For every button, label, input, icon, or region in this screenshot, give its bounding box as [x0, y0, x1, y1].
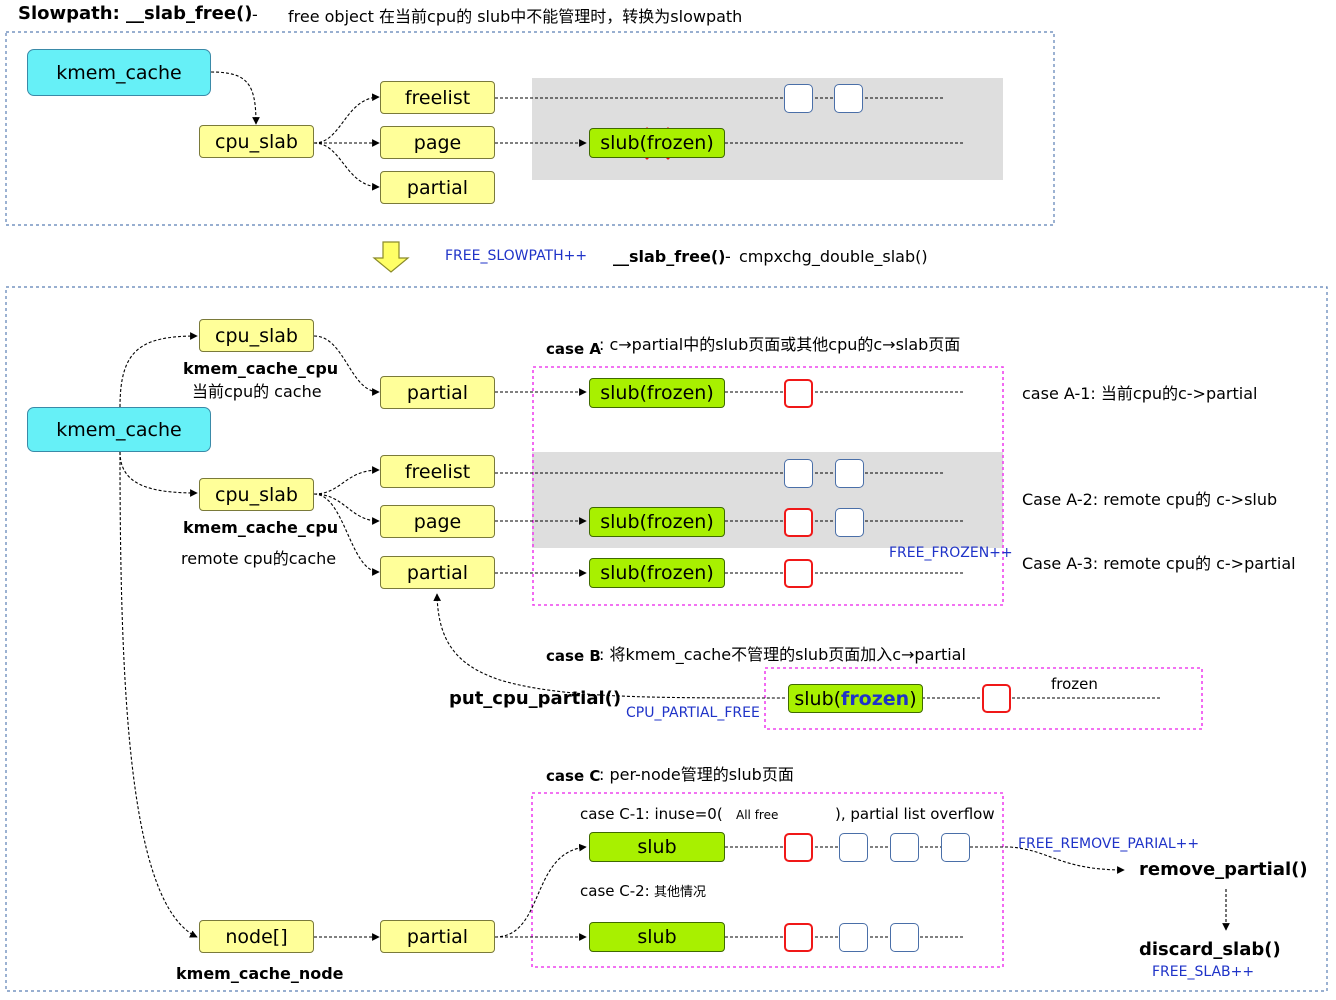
case-a2-note: Case A-2: remote cpu的 c->slub	[1022, 490, 1278, 509]
link-c1-remove	[1009, 846, 1125, 874]
case-c1-all-free: All free	[736, 808, 779, 822]
cpu-local-caption: kmem_cache_cpu	[183, 359, 339, 378]
case-a2-free-object-1	[784, 459, 813, 488]
case-c1-free-object-2	[890, 833, 919, 862]
page-remote-node: page	[380, 505, 495, 538]
case-c2-prefix: case C-2:	[580, 882, 650, 900]
case-c2-freed-object	[784, 923, 813, 952]
partial-node-node: partial	[380, 920, 495, 953]
case-c-description: : per-node管理的slub页面	[599, 765, 794, 784]
top-freelist-node: freelist	[380, 81, 495, 114]
case-a2-free-object-3	[835, 508, 864, 537]
top-frame	[5, 31, 1055, 226]
case-a1-note: case A-1: 当前cpu的c->partial	[1022, 384, 1258, 403]
case-a1-freed-object	[784, 379, 813, 408]
case-c-label: case C	[546, 767, 601, 785]
case-a-description: : c→partial中的slub页面或其他cpu的c→slab页面	[599, 335, 961, 354]
stat-cpu-partial-free: CPU_PARTIAL_FREE	[626, 705, 760, 721]
link-cpu2-partial	[313, 493, 380, 576]
link-cpu2-page	[313, 493, 380, 525]
top-cpu-slab-node: cpu_slab	[199, 125, 314, 158]
case-b-frozen-label: frozen	[1051, 675, 1098, 693]
partial-remote-node: partial	[380, 556, 495, 589]
case-b-slub-frozen: frozen	[841, 687, 910, 710]
case-c-frame	[531, 792, 1004, 968]
case-c2-slub-node: slub	[589, 922, 725, 952]
transition-call: cmpxchg_double_slab()	[739, 247, 928, 266]
case-b-frame	[764, 667, 1203, 730]
case-c1-slub-node: slub	[589, 832, 725, 862]
case-c1-suffix: ), partial list overflow	[835, 805, 995, 823]
case-b-slub-node: slub(frozen)	[788, 684, 923, 713]
top-kmem-cache-node: kmem_cache	[27, 49, 211, 96]
top-partial-node: partial	[380, 171, 495, 204]
case-a2-slub-node: slub(frozen)	[589, 507, 725, 537]
link-top-cpu-partial	[313, 142, 380, 191]
transition-dash: -	[725, 247, 731, 266]
case-a2-free-object-2	[835, 459, 864, 488]
case-a-label: case A	[546, 340, 601, 358]
top-slub-frozen-node: slub(frozen)	[589, 128, 725, 158]
case-c2-free-object-1	[839, 923, 868, 952]
case-c1-free-object-3	[941, 833, 970, 862]
partial-local-node: partial	[380, 376, 495, 409]
cpu-local-subcaption: 当前cpu的 cache	[192, 382, 322, 401]
put-cpu-partial-func: put_cpu_partial()	[449, 688, 622, 709]
stat-free-slowpath: FREE_SLOWPATH++	[445, 248, 588, 264]
stat-free-remove-partial: FREE_REMOVE_PARIAL++	[1018, 836, 1200, 852]
case-a3-slub-node: slub(frozen)	[589, 558, 725, 588]
link-caseb-put-partial	[433, 593, 786, 699]
page-title: Slowpath: __slab_free()	[18, 3, 253, 24]
stat-free-frozen: FREE_FROZEN++	[889, 545, 1013, 561]
case-b-slub-prefix: slub(	[794, 687, 842, 710]
transition-arrow	[372, 241, 410, 273]
case-b-freed-object	[982, 684, 1011, 713]
case-c1-prefix: case C-1: inuse=0(	[580, 805, 723, 823]
node-caption: kmem_cache_node	[176, 964, 344, 983]
stat-free-slab: FREE_SLAB++	[1152, 964, 1255, 980]
cpu-slab-remote-node: cpu_slab	[199, 478, 314, 511]
case-a3-freed-object	[784, 559, 813, 588]
link-kmem-cpu1	[119, 332, 198, 408]
link-cpu2-freelist	[313, 466, 380, 495]
case-a1-slub-node: slub(frozen)	[589, 378, 725, 408]
top-free-object-1	[784, 84, 813, 113]
case-c1-free-object-1	[839, 833, 868, 862]
case-c1-freed-object	[784, 833, 813, 862]
case-a-frame	[532, 366, 1004, 606]
case-a3-note: Case A-3: remote cpu的 c->partial	[1022, 554, 1296, 573]
transition-func: __slab_free()	[613, 247, 726, 266]
remove-partial-func: remove_partial()	[1139, 859, 1308, 880]
link-top-kmem-cpu	[210, 71, 260, 125]
case-b-slub-suffix: )	[909, 687, 917, 710]
freelist-remote-node: freelist	[380, 455, 495, 488]
cpu-slab-local-node: cpu_slab	[199, 319, 314, 352]
top-free-object-2	[834, 84, 863, 113]
cpu-remote-caption: kmem_cache_cpu	[183, 518, 339, 537]
case-b-description: : 将kmem_cache不管理的slub页面加入c→partial	[599, 645, 966, 664]
main-kmem-cache-node: kmem_cache	[27, 407, 211, 452]
link-partial3-slub1	[494, 843, 587, 938]
node-array-node: node[]	[199, 920, 314, 953]
link-kmem-cpu2	[119, 451, 198, 497]
link-cpu1-partial	[313, 335, 380, 396]
top-page-node: page	[380, 126, 495, 159]
title-description: free object 在当前cpu的 slub中不能管理时，转换为slowpa…	[288, 7, 743, 26]
cpu-remote-subcaption: remote cpu的cache	[181, 549, 337, 568]
discard-slab-func: discard_slab()	[1139, 939, 1281, 960]
link-top-cpu-freelist	[313, 93, 380, 144]
main-frame	[5, 286, 1328, 992]
case-c2-free-object-2	[890, 923, 919, 952]
case-c2-rest: 其他情况	[654, 885, 707, 900]
case-a2-freed-object	[784, 508, 813, 537]
case-b-label: case B	[546, 647, 601, 665]
title-dash: -	[252, 5, 258, 24]
